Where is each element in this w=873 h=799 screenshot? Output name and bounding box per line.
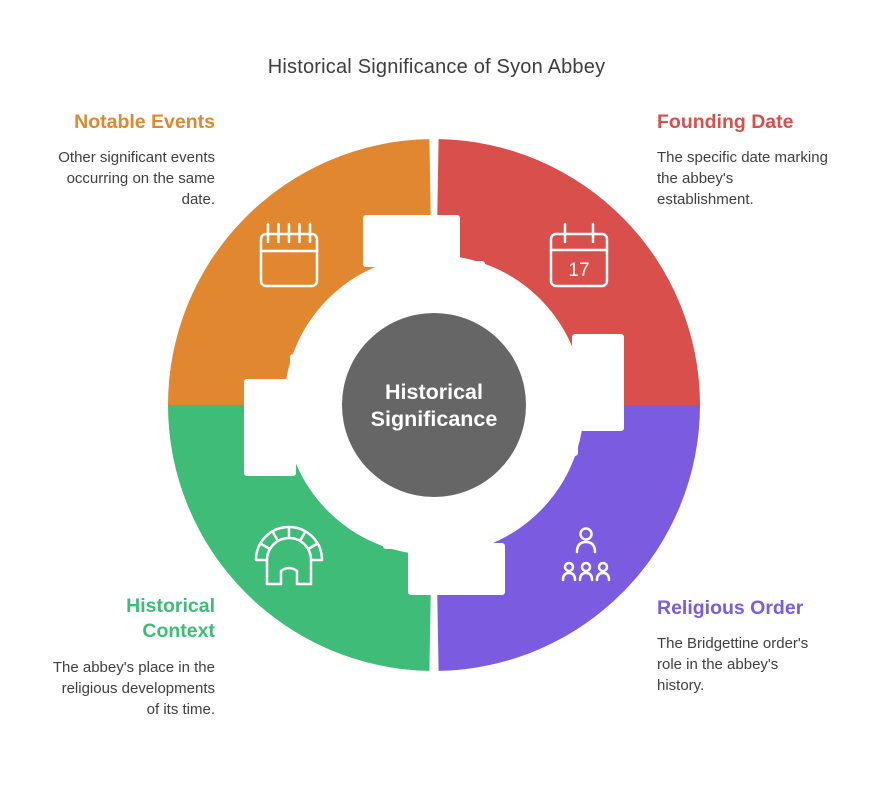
page-title: Historical Significance of Syon Abbey bbox=[267, 56, 606, 78]
section-description-founding-date: The specific date marking the abbey's es… bbox=[657, 149, 828, 209]
people-icon bbox=[561, 527, 611, 582]
calendar-date-number: 17 bbox=[568, 260, 589, 281]
section-heading-historical-context: Historical Context bbox=[126, 595, 215, 643]
spartan-helmet-icon bbox=[254, 525, 324, 586]
notepad-calendar-icon bbox=[259, 222, 319, 288]
section-heading-religious-order: Religious Order bbox=[657, 597, 804, 619]
section-description-religious-order: The Bridgettine order's role in the abbe… bbox=[657, 635, 809, 695]
center-label-line1: Historical bbox=[385, 380, 483, 404]
section-religious-order: Religious Order The Bridgettine order's … bbox=[657, 596, 829, 696]
quadrant-founding-date bbox=[436, 139, 700, 405]
section-founding-date: Founding Date The specific date marking … bbox=[657, 110, 829, 210]
section-heading-notable-events: Notable Events bbox=[74, 111, 215, 133]
section-heading-founding-date: Founding Date bbox=[657, 111, 794, 133]
quadrant-historical-context bbox=[168, 405, 432, 671]
quadrant-religious-order bbox=[436, 405, 700, 671]
center-circle bbox=[342, 313, 526, 497]
quadrant-notable-events bbox=[168, 139, 432, 405]
calendar-date-icon: 17 bbox=[549, 222, 609, 288]
section-description-historical-context: The abbey's place in the religious devel… bbox=[52, 658, 215, 718]
section-notable-events: Notable Events Other significant events … bbox=[35, 110, 215, 210]
section-description-notable-events: Other significant events occurring on th… bbox=[58, 149, 215, 209]
center-label-line2: Significance bbox=[371, 407, 498, 431]
section-historical-context: Historical Context The abbey's place in … bbox=[45, 594, 215, 720]
